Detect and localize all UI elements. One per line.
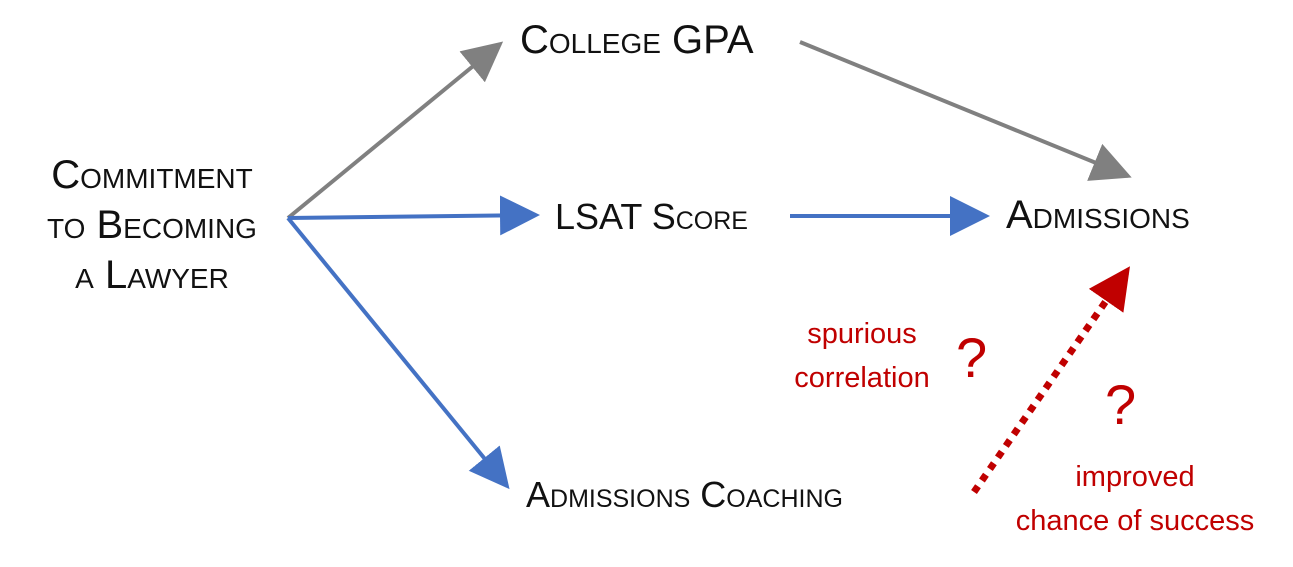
annotation-spurious-line-1: spurious [807,318,917,350]
annotation-improved-line-1: improved [1075,461,1195,493]
node-college-gpa: College GPA [520,18,754,62]
question-mark-improved: ? [1105,373,1137,436]
annotation-improved-line-2: chance of success [1015,505,1255,537]
question-mark-spurious: ? [956,326,988,389]
node-commitment-line-3: a Lawyer [75,253,229,297]
node-commitment-line-1: Commitment [51,153,253,197]
edge-coaching-to-admissions-dotted [971,266,1130,494]
edge-commitment-to-gpa [286,41,504,220]
node-admissions: Admissions [1006,193,1190,237]
node-lsat-score: LSAT Score [555,196,748,237]
node-commitment: Commitment to Becoming a Lawyer [18,150,286,300]
annotation-improved-chance: improved chance of success [998,455,1272,543]
node-commitment-line-2: to Becoming [47,203,257,247]
edge-commitment-to-coaching [286,216,510,490]
annotation-spurious-correlation: spurious correlation [772,312,952,400]
annotation-spurious-line-2: correlation [794,362,930,394]
edge-commitment-to-lsat [287,195,540,236]
node-admissions-coaching: Admissions Coaching [526,474,843,515]
edge-gpa-to-admissions [799,40,1132,181]
